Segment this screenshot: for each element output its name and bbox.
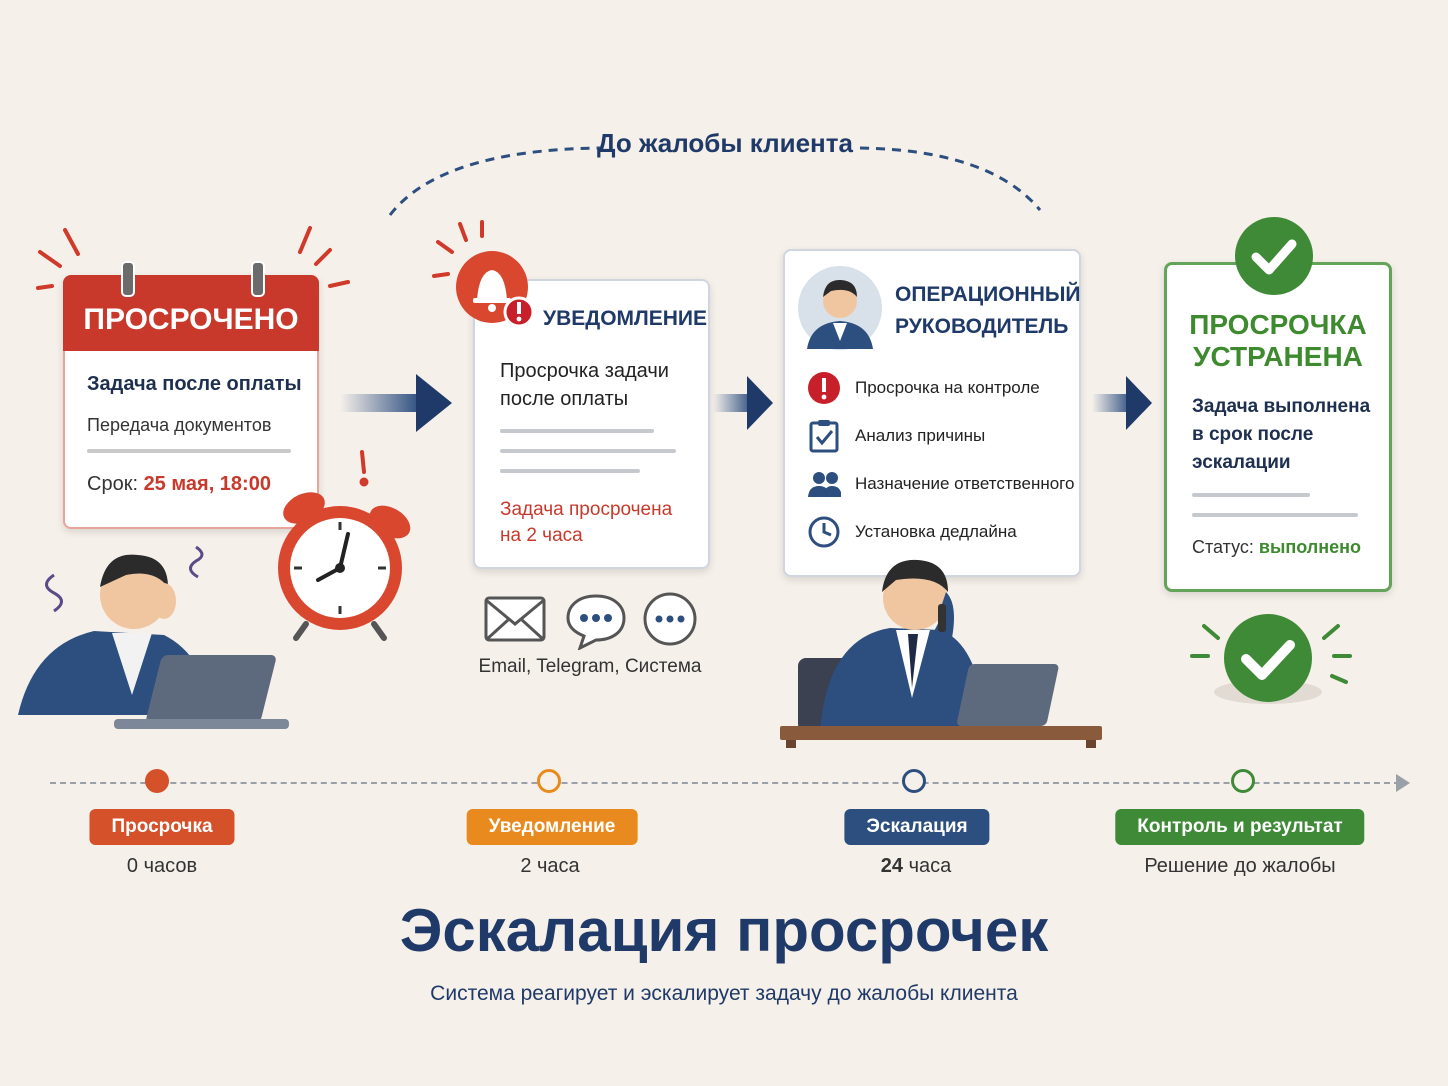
divider bbox=[87, 449, 291, 453]
calendar-ring-icon bbox=[251, 261, 265, 297]
page-title: Эскалация просрочек bbox=[399, 897, 1049, 964]
overdue-alert: Задача просрочена на 2 часа bbox=[500, 499, 673, 546]
placeholder-line bbox=[500, 469, 640, 473]
flow-arrow-icon bbox=[340, 374, 452, 432]
clock-icon bbox=[807, 515, 841, 549]
chat-icon bbox=[566, 594, 626, 650]
timeline-time-escalation: 24 часа bbox=[880, 855, 952, 877]
manager-item: Назначение ответственного bbox=[807, 467, 1074, 501]
email-icon bbox=[484, 596, 546, 642]
timeline-time-overdue: 0 часов bbox=[126, 855, 198, 877]
page-subtitle: Система реагирует и эскалирует задачу до… bbox=[430, 982, 1018, 1005]
timeline-badge-notification: Уведомление bbox=[466, 809, 638, 845]
alarm-clock-icon bbox=[278, 450, 411, 641]
timeline-dot-result bbox=[1231, 769, 1255, 793]
resolved-card: ПРОСРОЧКА УСТРАНЕНА Задача выполнена в с… bbox=[1164, 262, 1392, 592]
resolved-card-header: ПРОСРОЧКА УСТРАНЕНА bbox=[1189, 309, 1367, 372]
notification-burst-lines bbox=[432, 220, 484, 278]
notification-card-header: УВЕДОМЛЕНИЕ bbox=[543, 307, 708, 330]
overdue-task-title: Задача после оплаты bbox=[87, 373, 302, 395]
arc-label: До жалобы клиента bbox=[597, 128, 853, 158]
timeline-time-notification: 2 часа bbox=[520, 855, 580, 877]
alarm-burst-lines bbox=[36, 226, 350, 290]
notification-text: Просрочка задачи после оплаты bbox=[500, 360, 669, 410]
timeline-time-result: Решение до жалобы bbox=[1144, 855, 1336, 877]
manager-card: ОПЕРАЦИОННЫЙ РУКОВОДИТЕЛЬ Просрочка на к… bbox=[783, 249, 1081, 577]
placeholder-line bbox=[500, 449, 676, 453]
overdue-card-header: ПРОСРОЧЕНО bbox=[63, 275, 319, 351]
worried-employee-illustration bbox=[18, 545, 289, 729]
arc-connector bbox=[388, 146, 1042, 216]
notification-channels: Email, Telegram, Система bbox=[478, 656, 702, 677]
success-check-icon bbox=[1190, 614, 1352, 704]
manager-card-header: ОПЕРАЦИОННЫЙ РУКОВОДИТЕЛЬ bbox=[895, 283, 1081, 338]
bell-icon bbox=[456, 251, 535, 328]
manager-item: Анализ причины bbox=[807, 419, 985, 453]
system-message-icon bbox=[643, 592, 697, 646]
clipboard-check-icon bbox=[807, 419, 841, 453]
placeholder-line bbox=[500, 429, 654, 433]
calendar-ring-icon bbox=[121, 261, 135, 297]
task-status-value: выполнено bbox=[1258, 537, 1361, 557]
timeline-dot-notification bbox=[537, 769, 561, 793]
resolved-text: Задача выполнена в срок после эскалации bbox=[1192, 396, 1371, 473]
timeline-badge-result: Контроль и результат bbox=[1115, 809, 1365, 845]
users-icon bbox=[807, 467, 841, 501]
timeline-badge-escalation: Эскалация bbox=[844, 809, 990, 845]
timeline-dot-overdue bbox=[145, 769, 169, 793]
manager-item: Установка дедлайна bbox=[807, 515, 1017, 549]
manager-avatar bbox=[798, 266, 882, 350]
due-date-value: 25 мая, 18:00 bbox=[143, 473, 271, 495]
placeholder-line bbox=[1192, 493, 1310, 497]
task-status: Статус: выполнено bbox=[1192, 537, 1361, 557]
notification-card: УВЕДОМЛЕНИЕ Просрочка задачи после оплат… bbox=[473, 279, 710, 569]
overdue-task-subtitle: Передача документов bbox=[87, 415, 272, 435]
timeline-dot-escalation bbox=[902, 769, 926, 793]
flow-arrow-icon bbox=[713, 376, 773, 430]
timeline-badge-overdue: Просрочка bbox=[89, 809, 235, 845]
manager-item: Просрочка на контроле bbox=[807, 371, 1040, 405]
due-date: Срок: 25 мая, 18:00 bbox=[87, 473, 271, 495]
placeholder-line bbox=[1192, 513, 1358, 517]
manager-at-desk-illustration bbox=[780, 559, 1102, 748]
check-circle-icon bbox=[1235, 217, 1313, 295]
flow-arrow-icon bbox=[1092, 376, 1152, 430]
exclamation-icon bbox=[807, 371, 841, 405]
timeline-line bbox=[50, 782, 1400, 784]
overdue-card: ПРОСРОЧЕНО Задача после оплаты Передача … bbox=[63, 261, 319, 529]
timeline-arrow-icon bbox=[1396, 774, 1410, 792]
